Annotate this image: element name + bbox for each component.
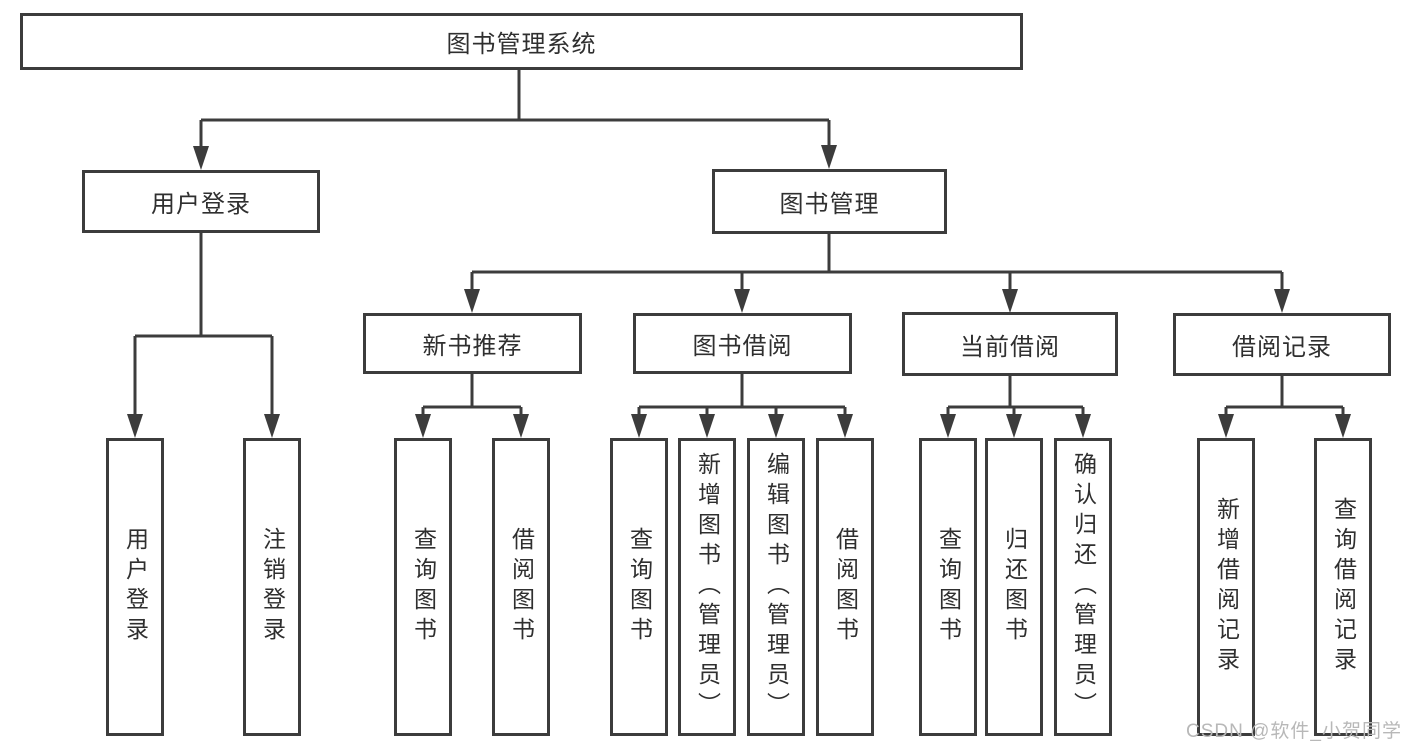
arrowhead-icon	[1218, 414, 1234, 438]
arrowhead-icon	[513, 414, 529, 438]
arrowhead-icon	[1274, 289, 1290, 313]
connector-new-book-split	[415, 374, 529, 438]
arrowhead-icon	[193, 146, 209, 170]
watermark: CSDN @软件_小贺同学	[1186, 721, 1402, 742]
arrowhead-icon	[464, 289, 480, 313]
arrowhead-icon	[127, 414, 143, 438]
connector-line	[421, 374, 523, 418]
arrowhead-icon	[631, 414, 647, 438]
leaf-label: 归还图书	[1001, 527, 1028, 647]
arrowhead-icon	[1002, 289, 1018, 313]
connector-user-login-split	[127, 233, 280, 438]
leaf-label: 查询图书	[626, 527, 653, 647]
node-add-borrow-record: 新增借阅记录	[1197, 438, 1255, 736]
arrowhead-icon	[699, 414, 715, 438]
node-logout-leaf: 注销登录	[243, 438, 301, 736]
arrowhead-icon	[415, 414, 431, 438]
connector-current-borrow-split	[940, 376, 1091, 438]
leaf-label: 查询借阅记录	[1330, 497, 1357, 677]
connector-root-split	[193, 70, 837, 170]
arrowhead-icon	[768, 414, 784, 438]
node-borrow-records: 借阅记录	[1173, 313, 1391, 376]
leaf-label: 借阅图书	[508, 527, 535, 647]
node-query-books-current: 查询图书	[919, 438, 977, 736]
leaf-label: 确认归还（管理员）	[1070, 452, 1097, 722]
connector-book-management-split	[464, 234, 1290, 313]
node-return-book: 归还图书	[985, 438, 1043, 736]
leaf-label: 查询图书	[410, 527, 437, 647]
leaf-label: 编辑图书（管理员）	[763, 452, 790, 722]
leaf-label: 新增图书（管理员）	[694, 452, 721, 722]
node-book-management: 图书管理	[712, 169, 947, 234]
leaf-label: 用户登录	[122, 527, 149, 647]
leaf-label: 借阅图书	[832, 527, 859, 647]
node-root: 图书管理系统	[20, 13, 1023, 70]
arrowhead-icon	[264, 414, 280, 438]
node-confirm-return-admin: 确认归还（管理员）	[1054, 438, 1112, 736]
arrowhead-icon	[1006, 414, 1022, 438]
node-current-borrow: 当前借阅	[902, 312, 1118, 376]
node-query-books-newrec: 查询图书	[394, 438, 452, 736]
leaf-label: 注销登录	[259, 527, 286, 647]
arrowhead-icon	[1335, 414, 1351, 438]
arrowhead-icon	[734, 289, 750, 313]
node-book-borrow: 图书借阅	[633, 313, 852, 374]
connector-line	[199, 70, 831, 150]
connector-borrow-records-split	[1218, 376, 1351, 438]
connector-line	[133, 233, 274, 418]
node-new-book-recommend: 新书推荐	[363, 313, 582, 374]
arrowhead-icon	[821, 145, 837, 169]
node-edit-book-admin: 编辑图书（管理员）	[747, 438, 805, 736]
node-borrow-books-newrec: 借阅图书	[492, 438, 550, 736]
node-query-books-borrow: 查询图书	[610, 438, 668, 736]
arrowhead-icon	[1075, 414, 1091, 438]
connector-line	[470, 234, 1284, 293]
connector-line	[946, 376, 1085, 418]
node-add-book-admin: 新增图书（管理员）	[678, 438, 736, 736]
connector-line	[1224, 376, 1345, 418]
node-login-leaf: 用户登录	[106, 438, 164, 736]
node-borrow-books-leaf: 借阅图书	[816, 438, 874, 736]
connector-book-borrow-split	[631, 374, 853, 438]
arrowhead-icon	[837, 414, 853, 438]
node-query-borrow-record: 查询借阅记录	[1314, 438, 1372, 736]
connector-line	[637, 374, 847, 418]
node-user-login: 用户登录	[82, 170, 320, 233]
leaf-label: 查询图书	[935, 527, 962, 647]
leaf-label: 新增借阅记录	[1213, 497, 1240, 677]
arrowhead-icon	[940, 414, 956, 438]
